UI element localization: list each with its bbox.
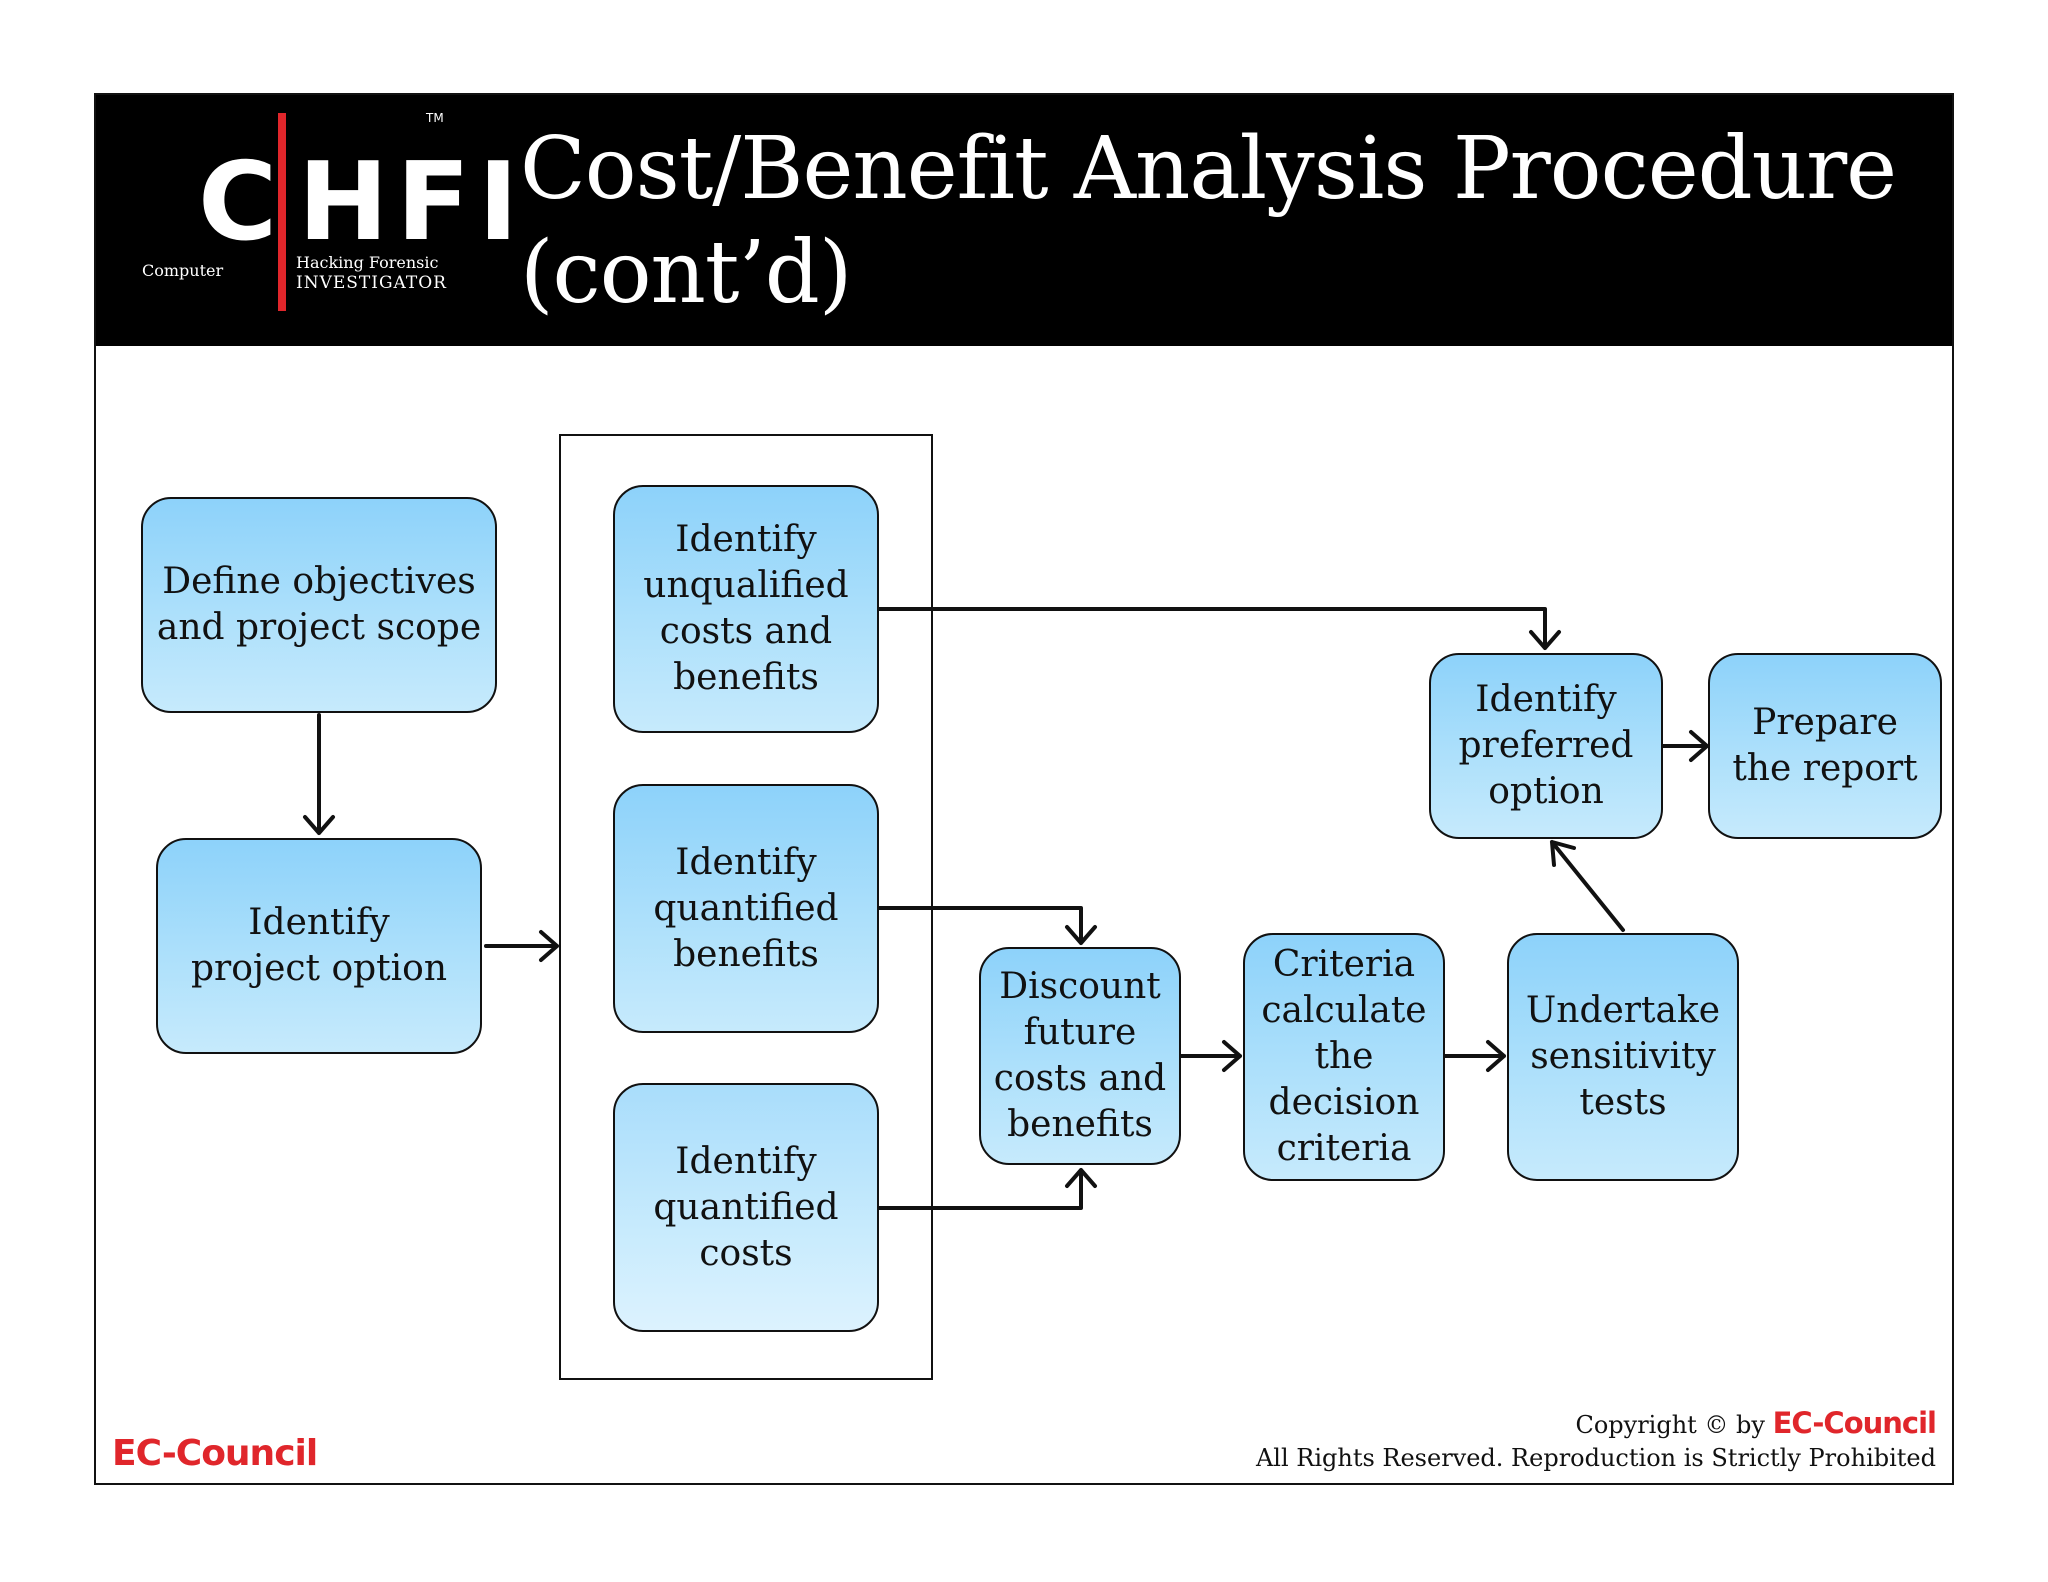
arrow-discount-to-criteria: [1179, 1040, 1242, 1072]
rights-line: All Rights Reserved. Reproduction is Str…: [1255, 1444, 1936, 1472]
logo-trademark: TM: [426, 111, 444, 125]
node-prepare-report: Prepare the report: [1708, 653, 1942, 839]
title-line-2: (cont’d): [520, 223, 852, 323]
title-line-1: Cost/Benefit Analysis Procedure: [520, 119, 1897, 219]
logo-computer-text: Computer: [142, 261, 224, 280]
copyright-line: Copyright © by EC-Council: [1256, 1406, 1937, 1442]
connectors: [303, 607, 1709, 1210]
node-identify-project-option: Identify project option: [156, 838, 482, 1054]
copyright-notice: Copyright © by EC-Council All Rights Res…: [1255, 1406, 1937, 1475]
arrow-criteria-to-sensitivity: [1443, 1040, 1506, 1072]
node-identify-unqualified: Identify unqualified costs and benefits: [613, 485, 879, 733]
node-identify-quantified-benefits: Identify quantified benefits: [613, 784, 879, 1033]
page-title: Cost/Benefit Analysis Procedure (cont’d): [520, 117, 1940, 325]
logo-investigator-text: INVESTIGATOR: [296, 273, 447, 293]
arrow-option-to-group: [484, 930, 559, 962]
node-discount-future: Discount future costs and benefits: [979, 947, 1181, 1165]
logo-divider: [278, 113, 286, 311]
node-identify-quantified-costs: Identify quantified costs: [613, 1083, 879, 1332]
logo-hacking-forensic-text: Hacking Forensic: [296, 253, 439, 272]
logo-letters-hfi: HFI: [298, 140, 527, 265]
node-identify-preferred: Identify preferred option: [1429, 653, 1663, 839]
slide: C HFI TM Computer Hacking Forensic INVES…: [94, 93, 1954, 1485]
logo-letter-c: C: [198, 140, 278, 265]
flowchart: Define objectives and project scope Iden…: [96, 95, 1952, 1483]
header-bar: C HFI TM Computer Hacking Forensic INVES…: [96, 95, 1952, 346]
arrow-benefits-to-discount: [877, 906, 1097, 945]
node-sensitivity-tests: Undertake sensitivity tests: [1507, 933, 1739, 1181]
arrow-preferred-to-report: [1661, 730, 1709, 762]
node-criteria: Criteria calculate the decision criteria: [1243, 933, 1445, 1181]
arrow-sensitivity-to-preferred: [1550, 840, 1625, 932]
arrow-define-to-option: [303, 713, 335, 835]
arrow-unqualified-to-preferred: [877, 607, 1561, 650]
arrow-costs-to-discount: [877, 1168, 1097, 1210]
copyright-prefix: Copyright © by: [1575, 1411, 1765, 1439]
footer-brand-logo: EC-Council: [112, 1433, 318, 1474]
node-define-objectives: Define objectives and project scope: [141, 497, 497, 713]
chfi-logo: C HFI TM Computer Hacking Forensic INVES…: [136, 111, 518, 328]
copyright-brand: EC-Council: [1772, 1406, 1937, 1440]
